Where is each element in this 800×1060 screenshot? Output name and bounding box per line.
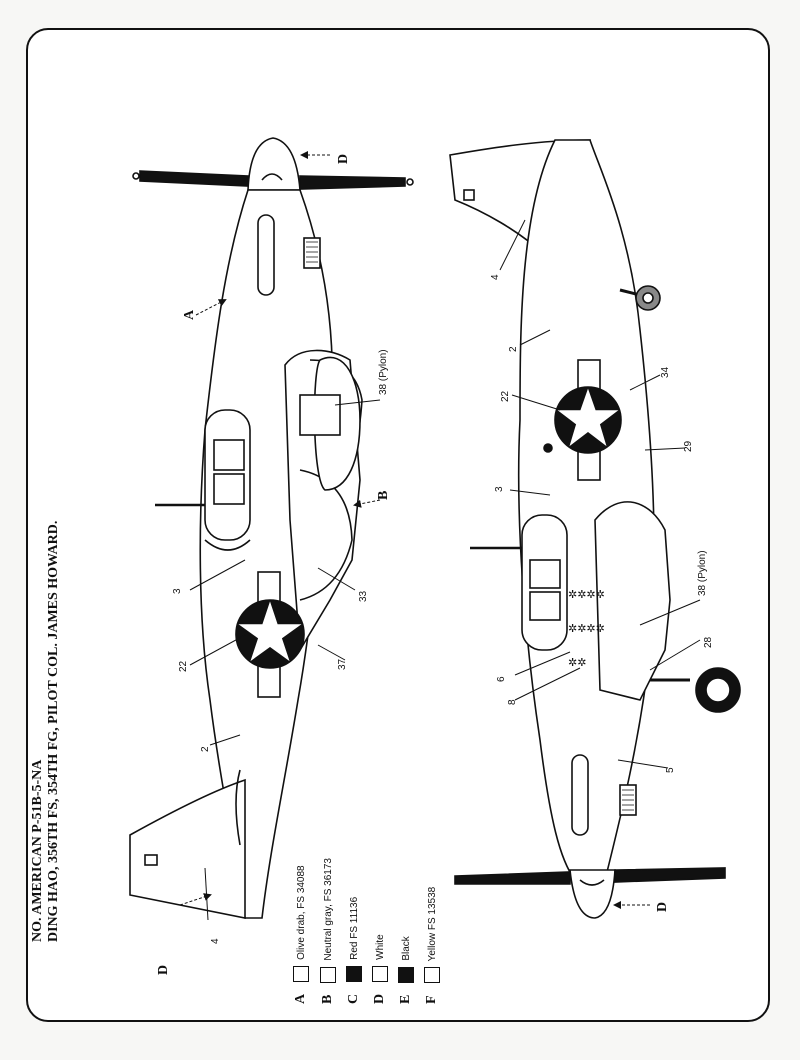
legend-letter-a: A	[293, 993, 308, 1004]
callout-bottom-3: 3	[494, 486, 505, 492]
legend-letter-b: B	[320, 994, 335, 1004]
bottom-exhaust-stacks	[571, 754, 589, 836]
callout-bottom-28: 28	[703, 636, 714, 648]
bottom-spinner	[569, 869, 616, 919]
legend-letter-d: D	[372, 993, 387, 1004]
legend-label-d: White	[374, 934, 386, 960]
callout-bottom-29: 29	[683, 440, 694, 452]
legend-letter-f: F	[424, 995, 439, 1004]
callout-bottom-2: 2	[508, 346, 519, 352]
callout-top-a: A	[182, 309, 197, 320]
legend-label-b: Neutral gray, FS 36173	[322, 858, 334, 961]
legend-swatch-e	[398, 966, 414, 983]
callout-bottom-34: 34	[660, 366, 671, 378]
callout-leaders	[179, 151, 701, 921]
legend-letter-e: E	[398, 994, 413, 1004]
legend-row-f: F Yellow FS 13538	[424, 887, 440, 1004]
bottom-propeller-blade-right	[614, 867, 726, 883]
callout-bottom-4: 4	[490, 274, 501, 280]
callout-top-4: 4	[210, 938, 221, 944]
legend-label-f: Yellow FS 13538	[426, 886, 438, 962]
legend-swatch-c	[346, 965, 362, 982]
legend-row-b: B Neutral gray, FS 36173	[320, 858, 336, 1004]
bottom-view-aircraft: ✲✲✲✲ ✲✲✲✲ ✲✲	[449, 139, 741, 919]
callout-bottom-8: 8	[507, 699, 518, 705]
top-propeller-blade-left	[139, 170, 249, 187]
callout-top-b: B	[376, 490, 391, 500]
top-view-aircraft	[129, 137, 414, 919]
svg-text:✲✲: ✲✲	[568, 657, 586, 669]
legend-row-d: D White	[372, 934, 388, 1004]
legend-label-a: Olive drab, FS 34088	[295, 865, 307, 960]
bottom-wing	[594, 501, 671, 701]
legend-swatch-a	[293, 965, 309, 982]
legend-label-c: Red FS 11136	[348, 896, 360, 960]
svg-text:✲✲✲✲: ✲✲✲✲	[568, 623, 605, 635]
callout-bottom-pylon: 38 (Pylon)	[697, 550, 708, 596]
callout-top-37: 37	[337, 658, 348, 670]
top-propeller-blade-right	[299, 175, 406, 190]
victory-marks: ✲✲✲✲ ✲✲✲✲ ✲✲	[568, 589, 605, 669]
legend-letter-c: C	[346, 993, 361, 1004]
callout-top-3: 3	[172, 588, 183, 594]
callout-top-d-tail: D	[156, 964, 171, 975]
legend-swatch-d	[372, 965, 388, 982]
legend-row-a: A Olive drab, FS 34088	[293, 865, 309, 1004]
legend-swatch-b	[320, 966, 336, 983]
bottom-propeller-blade-left	[454, 871, 571, 885]
legend-label-e: Black	[400, 936, 412, 961]
top-spinner	[247, 137, 301, 191]
callout-top-d-spinner: D	[336, 153, 351, 164]
callout-bottom-5: 5	[665, 767, 676, 773]
callout-top-2: 2	[200, 746, 211, 752]
top-tail	[129, 778, 246, 919]
legend-swatch-f	[424, 967, 440, 984]
top-exhaust-stacks	[257, 214, 275, 296]
callout-bottom-d-spinner: D	[655, 901, 670, 912]
callout-bottom-6: 6	[496, 676, 507, 682]
callout-top-22: 22	[178, 660, 189, 672]
svg-text:✲✲✲✲: ✲✲✲✲	[568, 589, 605, 601]
callout-top-33: 33	[358, 590, 369, 602]
legend-row-e: E Black	[398, 936, 414, 1004]
legend-row-c: C Red FS 11136	[346, 897, 362, 1004]
callout-top-pylon: 38 (Pylon)	[378, 349, 389, 395]
callout-bottom-22: 22	[500, 390, 511, 402]
